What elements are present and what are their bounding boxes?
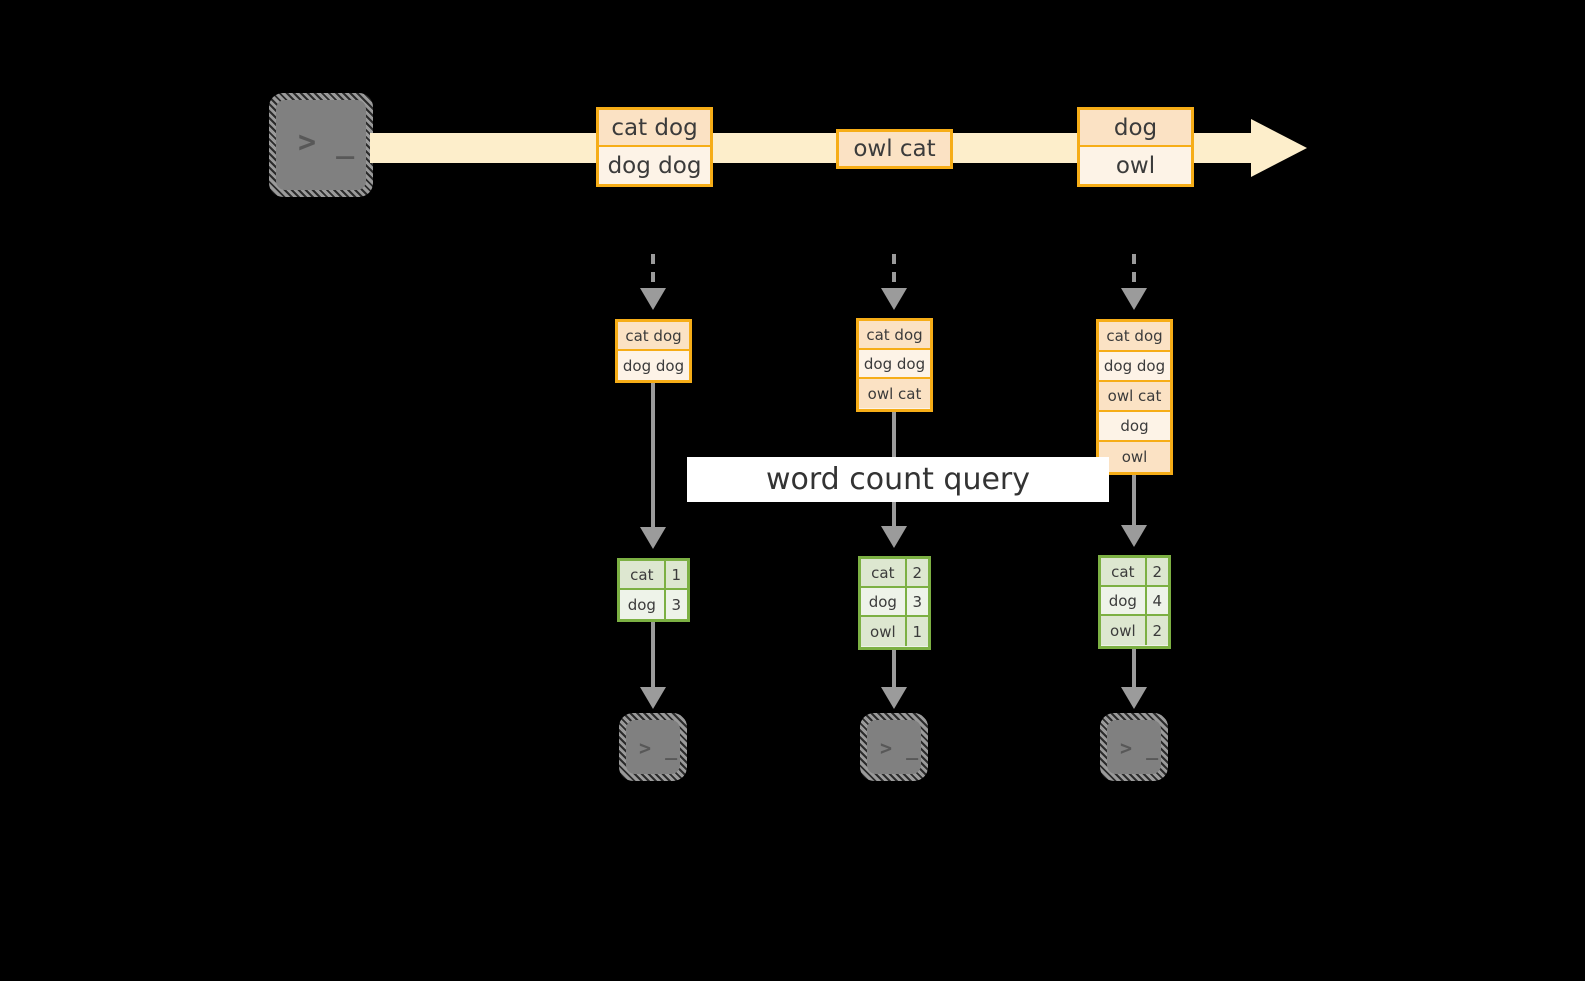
result-word-cell: dog [620, 590, 666, 619]
terminal-prompt-glyph: > _ [639, 736, 679, 760]
stream-event-line: dog dog [599, 147, 710, 184]
stream-arrow-head [1251, 119, 1307, 177]
result-count-cell: 2 [1146, 616, 1168, 645]
result-count-cell: 4 [1146, 587, 1168, 614]
result-table[interactable]: cat 1 dog 3 [617, 558, 690, 622]
result-count-cell: 1 [906, 617, 928, 646]
snapshot-input-line: owl cat [1099, 382, 1170, 412]
result-row: dog 4 [1101, 587, 1168, 616]
stream-event-box[interactable]: dog owl [1077, 107, 1194, 187]
query-label-text: word count query [765, 462, 1031, 497]
snapshot-input-line: dog dog [1099, 352, 1170, 382]
stream-event-line: owl cat [839, 132, 950, 166]
snapshot-input-line: dog dog [618, 351, 689, 380]
result-word-cell: owl [1101, 616, 1147, 645]
sink-arrow-head [1121, 687, 1147, 709]
result-row: owl 2 [1101, 616, 1168, 645]
result-row: cat 1 [620, 561, 687, 590]
snapshot-input-box[interactable]: cat dog dog dog [615, 319, 692, 383]
terminal-screen [1107, 720, 1161, 774]
snapshot-tap-arrow-head [640, 288, 666, 310]
snapshot-tap-arrow-shaft [892, 254, 896, 292]
snapshot-input-line: owl cat [859, 379, 930, 408]
sink-arrow-head [881, 687, 907, 709]
result-row: dog 3 [861, 588, 928, 617]
sink-arrow-head [640, 687, 666, 709]
snapshot-input-line: dog dog [859, 350, 930, 379]
stream-event-line: dog [1080, 110, 1191, 147]
snapshot-tap-arrow-head [1121, 288, 1147, 310]
sink-arrow-shaft [1132, 649, 1136, 692]
terminal-prompt-glyph: > _ [298, 125, 356, 160]
result-count-cell: 2 [1146, 558, 1168, 585]
result-table[interactable]: cat 2 dog 4 owl 2 [1098, 555, 1171, 649]
snapshot-input-line: cat dog [1099, 322, 1170, 352]
snapshot-tap-arrow-shaft [651, 254, 655, 292]
query-arrow-head [881, 526, 907, 548]
query-arrow-head [1121, 525, 1147, 547]
snapshot-input-box[interactable]: cat dog dog dog owl cat dog owl [1096, 319, 1173, 475]
result-count-cell: 3 [906, 588, 928, 615]
terminal-screen [626, 720, 680, 774]
result-word-cell: cat [861, 559, 907, 586]
snapshot-input-box[interactable]: cat dog dog dog owl cat [856, 318, 933, 412]
sink-terminal-icon: > _ [1100, 713, 1168, 781]
snapshot-tap-arrow-head [881, 288, 907, 310]
sink-arrow-shaft [651, 622, 655, 692]
query-arrow-shaft [1132, 475, 1136, 533]
sink-terminal-icon: > _ [619, 713, 687, 781]
snapshot-input-line: cat dog [618, 322, 689, 351]
result-word-cell: owl [861, 617, 907, 646]
query-arrow-shaft [651, 383, 655, 535]
query-arrow-head [640, 527, 666, 549]
snapshot-tap-arrow-shaft [1132, 254, 1136, 292]
result-word-cell: dog [1101, 587, 1147, 614]
sink-terminal-icon: > _ [860, 713, 928, 781]
stream-event-box[interactable]: cat dog dog dog [596, 107, 713, 187]
terminal-prompt-glyph: > _ [880, 736, 920, 760]
result-count-cell: 1 [665, 561, 687, 588]
snapshot-input-line: cat dog [859, 321, 930, 350]
stream-event-line: cat dog [599, 110, 710, 147]
result-word-cell: cat [1101, 558, 1147, 585]
result-word-cell: cat [620, 561, 666, 588]
result-count-cell: 3 [665, 590, 687, 619]
result-count-cell: 2 [906, 559, 928, 586]
snapshot-input-line: dog [1099, 412, 1170, 442]
result-word-cell: dog [861, 588, 907, 615]
source-terminal-icon: > _ [269, 93, 373, 197]
stream-event-line: owl [1080, 147, 1191, 184]
result-row: cat 2 [1101, 558, 1168, 587]
result-table[interactable]: cat 2 dog 3 owl 1 [858, 556, 931, 650]
terminal-screen [867, 720, 921, 774]
snapshot-input-line: owl [1099, 442, 1170, 472]
terminal-prompt-glyph: > _ [1120, 736, 1160, 760]
query-label-band: word count query [687, 457, 1109, 502]
result-row: dog 3 [620, 590, 687, 619]
result-row: owl 1 [861, 617, 928, 646]
terminal-screen [276, 100, 366, 190]
sink-arrow-shaft [892, 650, 896, 692]
stream-event-box[interactable]: owl cat [836, 129, 953, 169]
result-row: cat 2 [861, 559, 928, 588]
